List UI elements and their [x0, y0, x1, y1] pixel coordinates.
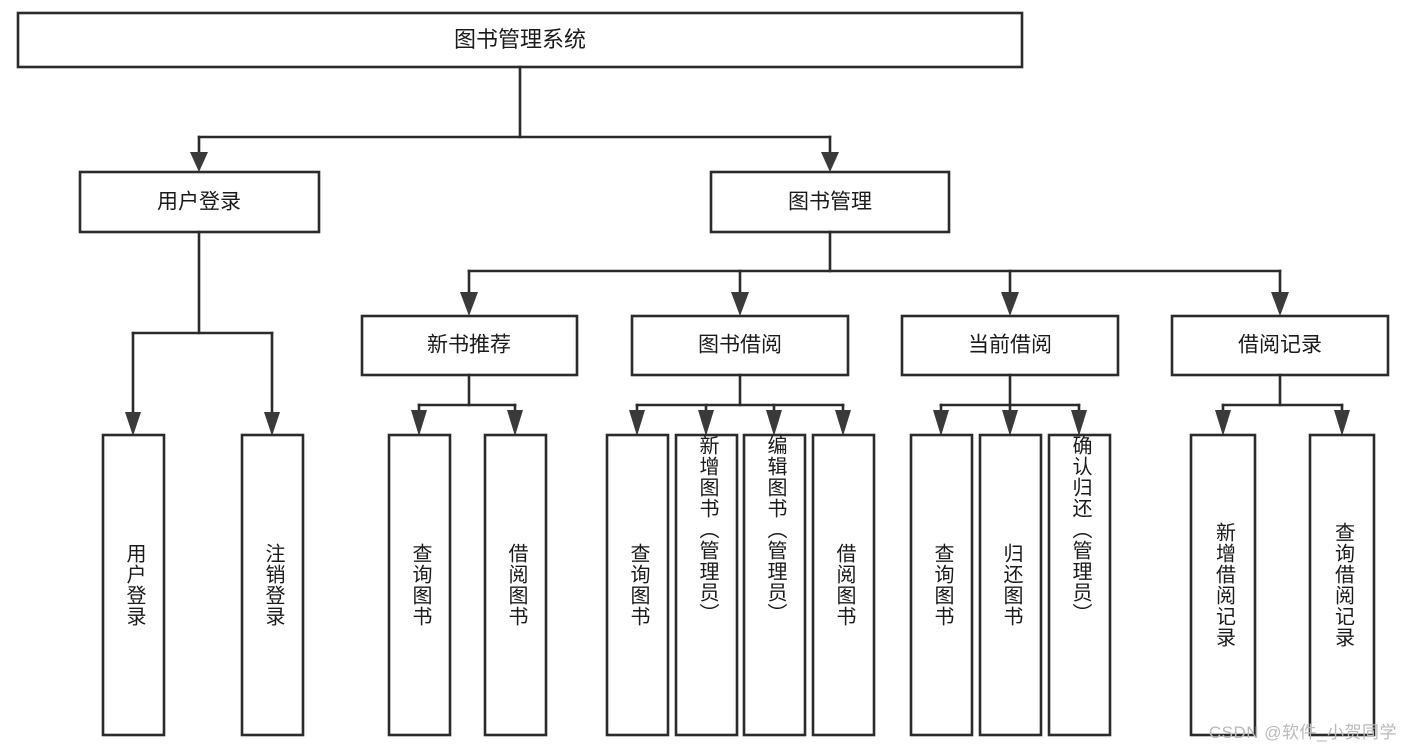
leaf-box-cb-3[interactable]: [1047, 433, 1112, 737]
arrow-nbr-leaf-2: [507, 410, 523, 436]
current-borrow-label: 当前借阅: [968, 334, 1052, 357]
leaf-box-nbr-2[interactable]: [483, 433, 548, 737]
arrow-to-book-borrow: [731, 292, 749, 316]
arrow-nbr-leaf-1: [411, 410, 427, 436]
node-borrow-record[interactable]: 借阅记录: [1170, 314, 1390, 377]
leaf-box-bb-2[interactable]: [674, 433, 739, 737]
arrow-user-login-leaf-2: [264, 412, 280, 436]
arrow-bb-leaf-2: [698, 410, 714, 436]
leaf-box-cb-2[interactable]: [978, 433, 1043, 737]
book-borrow-label: 图书借阅: [698, 334, 782, 357]
node-book-borrow[interactable]: 图书借阅: [630, 314, 850, 377]
borrow-record-box[interactable]: [1170, 314, 1390, 377]
arrow-to-book-manage: [821, 152, 839, 172]
leaf-box-user-login-2[interactable]: [240, 433, 305, 737]
node-current-borrow[interactable]: 当前借阅: [900, 314, 1120, 377]
borrow-record-label: 借阅记录: [1238, 334, 1322, 357]
arrow-bb-leaf-3: [766, 410, 782, 436]
leaf-box-cb-1[interactable]: [909, 433, 974, 737]
arrow-cb-leaf-1: [933, 410, 949, 436]
node-new-book-recommend[interactable]: 新书推荐: [360, 314, 579, 377]
arrow-to-new-book: [460, 292, 478, 316]
leaf-box-nbr-1[interactable]: [387, 433, 452, 737]
arrow-cb-leaf-2: [1002, 410, 1018, 436]
leaf-box-bb-4[interactable]: [811, 433, 876, 737]
leaf-box-bb-3[interactable]: [742, 433, 807, 737]
arrow-cb-leaf-3: [1071, 410, 1087, 436]
leaf-box-br-2[interactable]: [1308, 433, 1376, 737]
root-box[interactable]: [16, 11, 1024, 69]
book-borrow-box[interactable]: [630, 314, 850, 377]
book-manage-label: 图书管理: [788, 191, 872, 214]
user-login-label: 用户登录: [157, 191, 241, 214]
book-manage-box[interactable]: [709, 170, 951, 234]
arrow-bb-leaf-1: [629, 410, 645, 436]
new-book-recommend-label: 新书推荐: [427, 334, 511, 357]
arrow-to-current-borrow: [1001, 292, 1019, 316]
arrow-to-borrow-record: [1271, 292, 1289, 316]
arrow-bb-leaf-4: [835, 410, 851, 436]
node-book-manage[interactable]: 图书管理: [709, 170, 951, 234]
leaf-box-br-1[interactable]: [1189, 433, 1257, 737]
current-borrow-box[interactable]: [900, 314, 1120, 377]
arrow-br-leaf-1: [1215, 410, 1231, 436]
arrow-user-login-leaf-1: [125, 412, 141, 436]
leaf-box-bb-1[interactable]: [605, 433, 670, 737]
root-label: 图书管理系统: [454, 27, 586, 52]
arrow-to-user-login: [190, 152, 208, 172]
arrow-br-leaf-2: [1334, 410, 1350, 436]
node-user-login[interactable]: 用户登录: [78, 170, 321, 234]
new-book-recommend-box[interactable]: [360, 314, 579, 377]
leaf-box-user-login-1[interactable]: [101, 433, 166, 737]
csdn-watermark: CSDN @软件_小贺同学: [1208, 723, 1397, 742]
node-root[interactable]: 图书管理系统: [16, 11, 1024, 69]
